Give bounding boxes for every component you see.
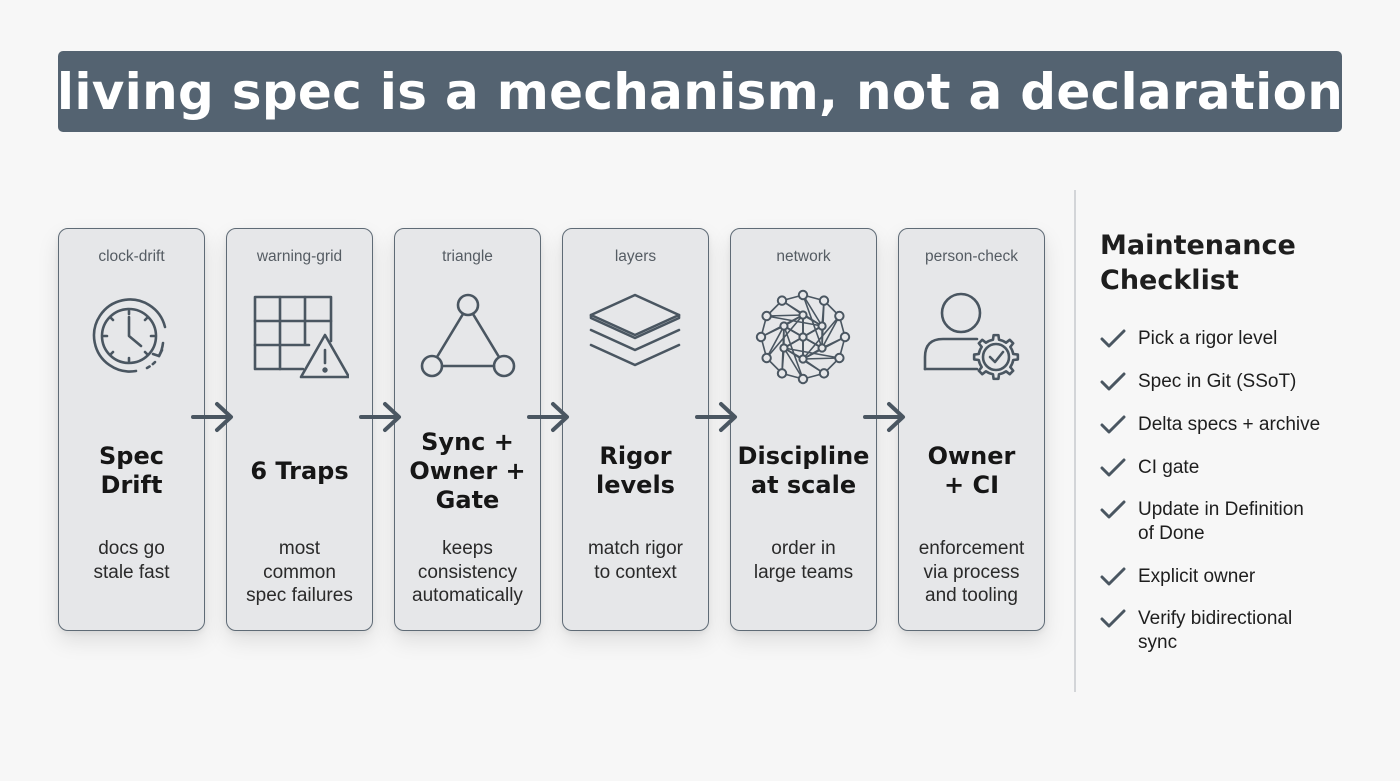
checklist-item-line: Update in Definition (1138, 499, 1304, 520)
card-description-line: via process (923, 561, 1020, 583)
card-description-line: to context (594, 561, 677, 583)
card-description-line: match rigor (587, 538, 684, 559)
page-title: living spec is a mechanism, not a declar… (56, 62, 1344, 121)
card-title: Sync +Owner +Gate (395, 425, 540, 517)
card-title-line: + CI (943, 471, 999, 499)
checkmark-icon (1100, 609, 1126, 629)
checkmark-icon (1100, 415, 1126, 435)
checklist-item-line: Explicit owner (1138, 566, 1256, 587)
card-tag: layers (614, 248, 657, 265)
checklist-item-label: CI gate (1138, 456, 1368, 480)
person-check-icon (921, 287, 1021, 387)
title-banner: living spec is a mechanism, not a declar… (56, 51, 1344, 132)
arrow-right-icon (526, 400, 572, 434)
card-tag: warning-grid (256, 248, 343, 265)
checkmark-icon (1100, 567, 1126, 587)
card-title-line: Discipline (737, 442, 870, 470)
checklist-item-line: Delta specs + archive (1138, 414, 1321, 435)
card-title: 6 Traps (227, 425, 372, 517)
card-title-line: Owner + (409, 456, 526, 485)
card-title-line: Owner (927, 442, 1016, 470)
checklist-heading-line: Checklist (1100, 265, 1239, 296)
card-description-line: enforcement (918, 538, 1025, 559)
card-description-line: consistency (417, 561, 518, 583)
checkmark-icon (1100, 329, 1126, 349)
card-description-line: large teams (753, 561, 854, 583)
clock-drift-icon (81, 287, 181, 387)
card-description-line: spec failures (246, 585, 353, 606)
card-title-line: Gate (435, 485, 500, 514)
card-description-line: most (278, 538, 321, 559)
card-title-line: Rigor (599, 442, 672, 470)
card-title-line: at scale (750, 471, 857, 499)
card-title-line: Spec (99, 442, 164, 470)
arrow-right-icon (358, 400, 404, 434)
card-description-line: keeps (442, 538, 493, 559)
card-description-line: common (263, 561, 336, 583)
card-tag: person-check (924, 248, 1019, 265)
arrow-right-icon (694, 400, 740, 434)
layers-icon (585, 287, 685, 387)
triangle-icon (417, 287, 517, 387)
card-title-line: 6 Traps (250, 456, 349, 485)
card-title-line: levels (596, 471, 675, 499)
network-icon (753, 287, 853, 387)
checklist-item-line: of Done (1138, 522, 1205, 544)
vertical-divider (1074, 190, 1076, 692)
card-description-line: and tooling (925, 585, 1018, 606)
checkmark-icon (1100, 500, 1126, 520)
warning-grid-icon (249, 287, 349, 387)
checklist-item-line: sync (1138, 631, 1178, 653)
checklist-item-label: Explicit owner (1138, 565, 1368, 589)
card-title-line: Drift (100, 471, 163, 499)
card-tag: triangle (442, 248, 493, 265)
checklist-item-label: Delta specs + archive (1138, 413, 1368, 437)
card-description-line: docs go (98, 538, 165, 559)
arrow-right-icon (190, 400, 236, 434)
checkmark-icon (1100, 372, 1126, 392)
card-tag: clock-drift (98, 248, 165, 265)
checklist-item-line: Spec in Git (SSoT) (1138, 371, 1297, 392)
card-description-line: stale fast (93, 561, 170, 583)
checklist-item-line: Pick a rigor level (1138, 328, 1278, 349)
card-description-line: automatically (412, 585, 523, 606)
card-description-line: order in (771, 538, 836, 559)
checklist-heading-line: Maintenance (1100, 230, 1296, 261)
checklist-item-line: Verify bidirectional (1138, 608, 1293, 629)
checklist-item-label: Spec in Git (SSoT) (1138, 370, 1368, 394)
card-tag: network (776, 248, 831, 265)
card-title: Owner+ CI (899, 425, 1044, 517)
checkmark-icon (1100, 458, 1126, 478)
card-title-line: Sync + (421, 427, 514, 456)
checklist-item-label: Pick a rigor level (1138, 327, 1368, 351)
checklist-item-line: CI gate (1138, 457, 1200, 478)
arrow-right-icon (862, 400, 908, 434)
